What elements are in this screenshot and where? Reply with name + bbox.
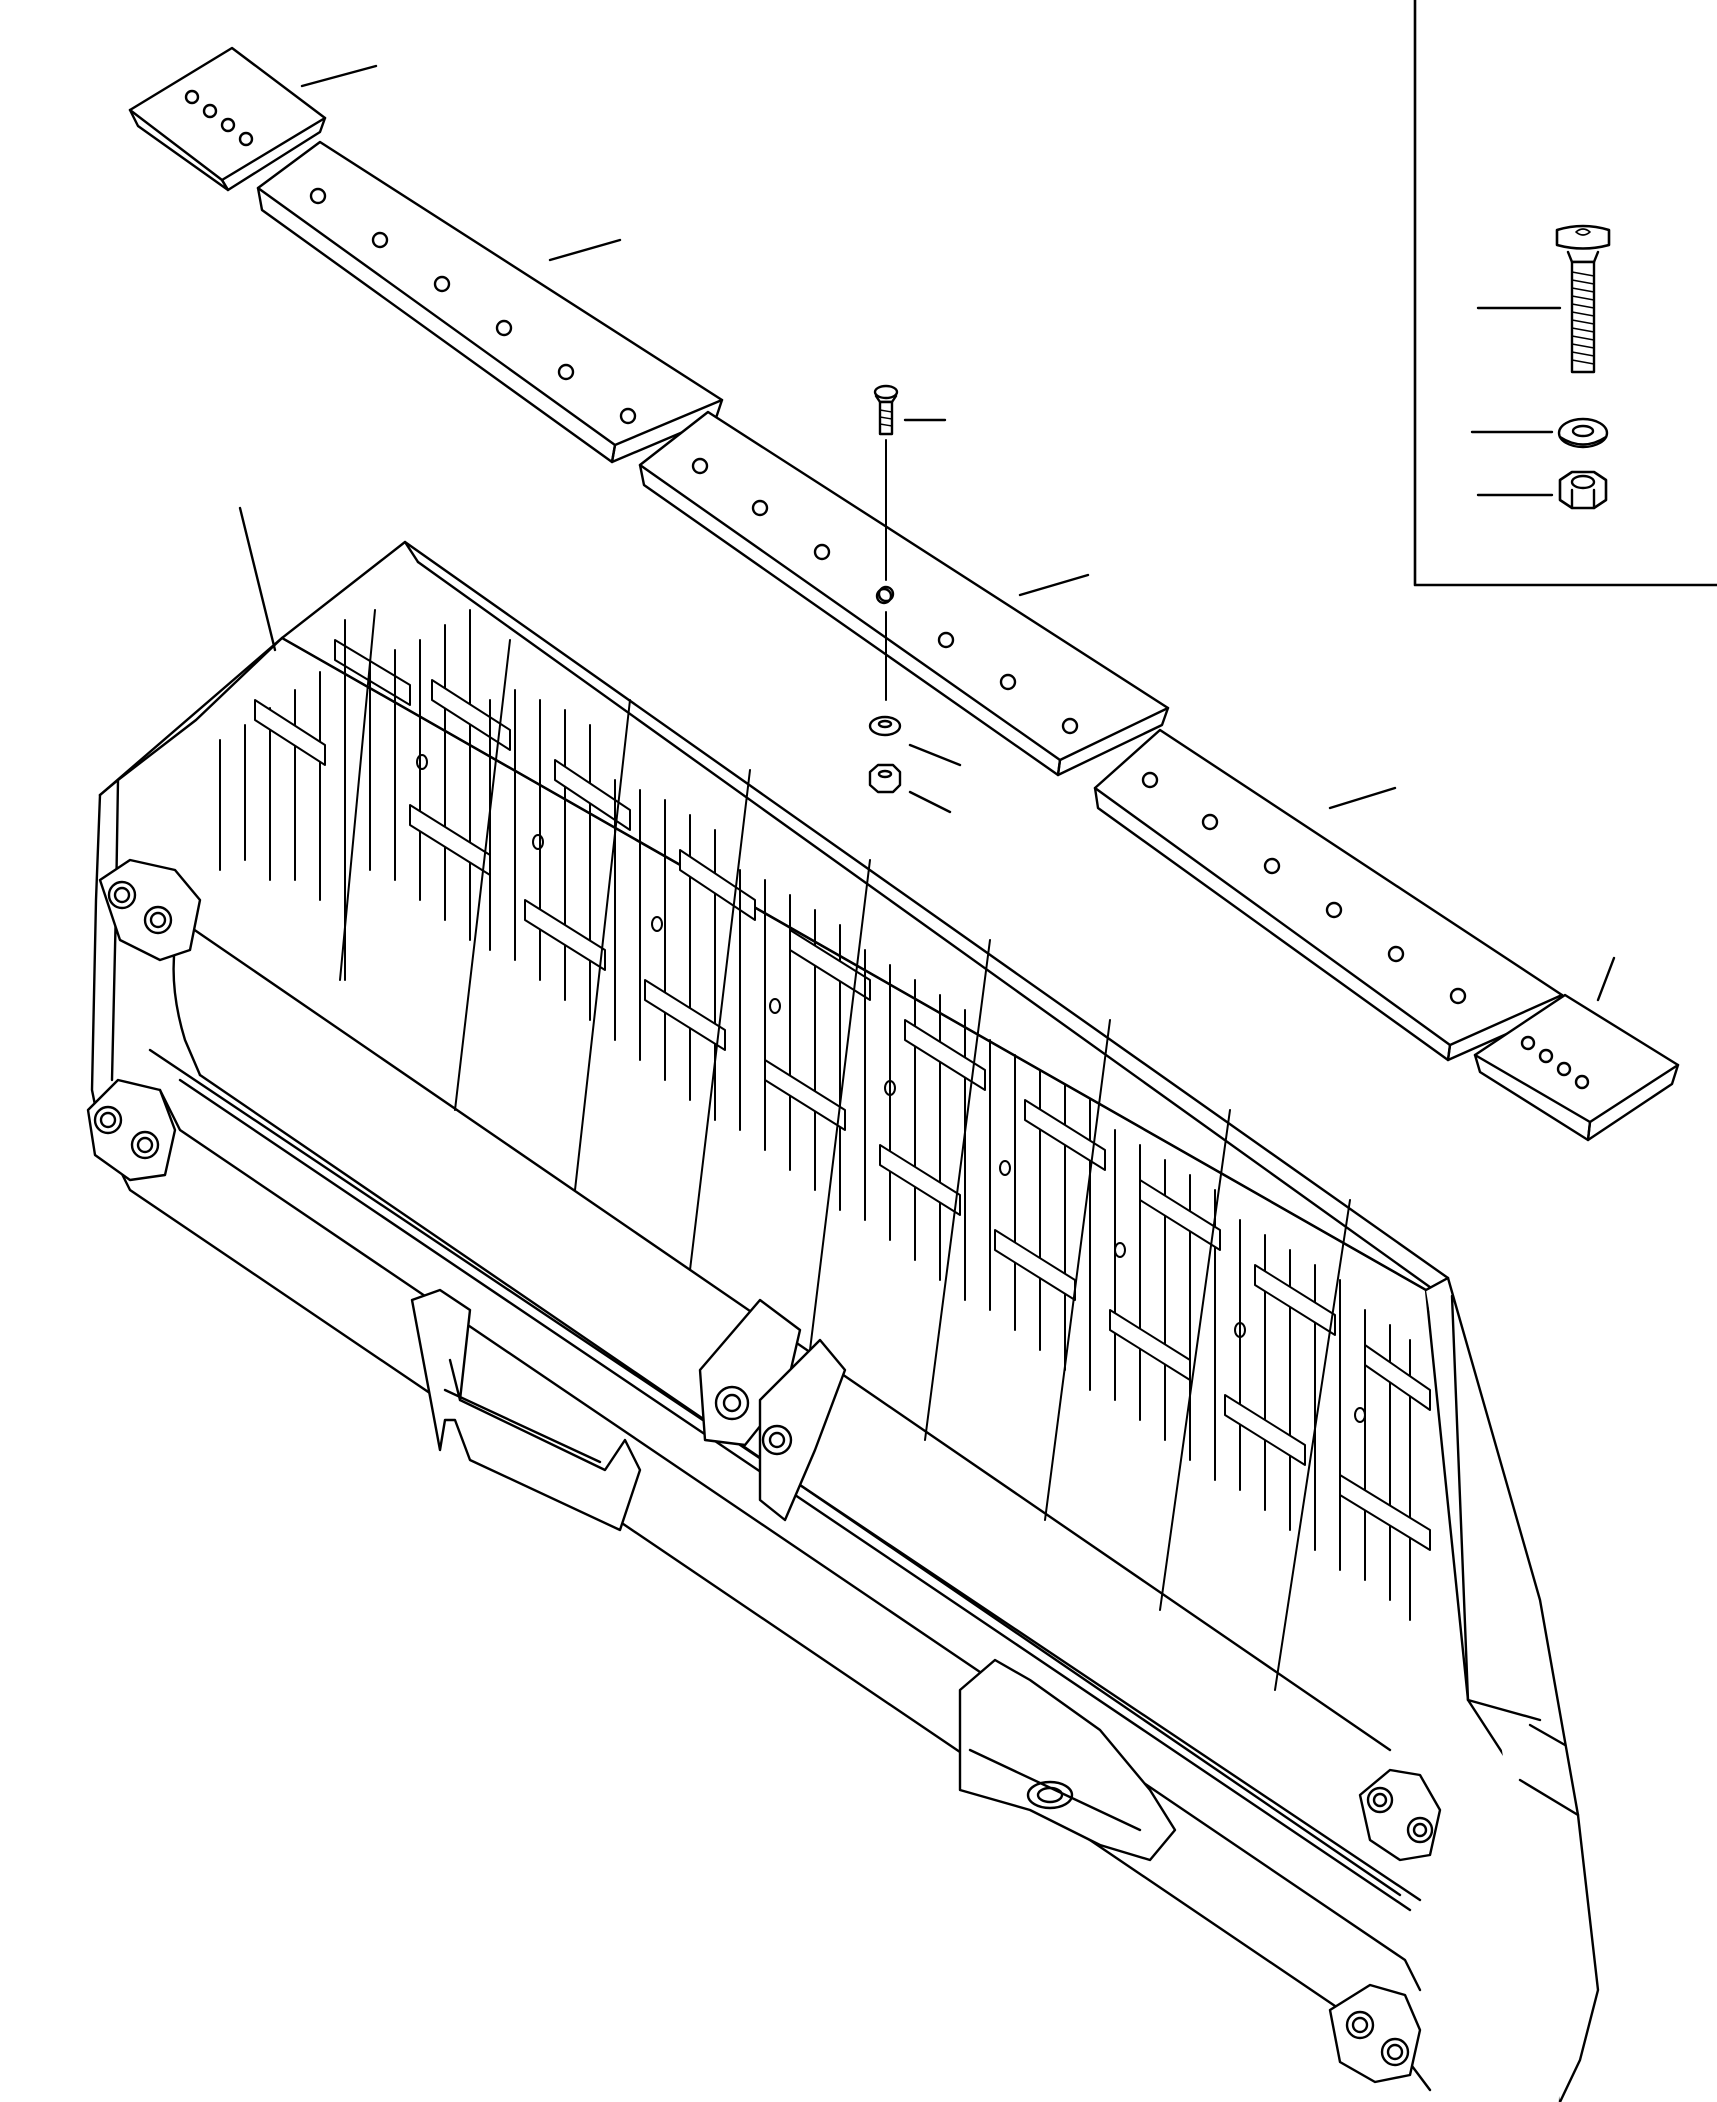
inset-leader-lines xyxy=(1470,306,1562,497)
center-mount-right xyxy=(958,1658,1177,1862)
cutting-edge-center xyxy=(638,410,1170,777)
left-lower-bracket xyxy=(86,1078,177,1182)
moldboard-right-end xyxy=(1424,1276,1600,2102)
inset-plow-bolt xyxy=(1555,224,1611,374)
center-mount-left xyxy=(410,1288,642,1532)
callout-leader xyxy=(238,506,277,652)
cutting-edge-right xyxy=(1093,728,1564,1062)
plow-bolt xyxy=(873,384,899,701)
hex-nut xyxy=(868,763,902,794)
inset-border xyxy=(1413,0,1717,587)
end-bit-left xyxy=(128,46,327,192)
moldboard-grille xyxy=(219,609,1431,1691)
callout-leader xyxy=(1596,956,1616,1002)
callout-leader xyxy=(300,64,378,88)
inset-hex-nut xyxy=(1558,470,1608,510)
lock-washer xyxy=(868,715,902,737)
inset-lock-washer xyxy=(1557,417,1609,449)
moldboard-left-end xyxy=(98,636,284,797)
callout-leader xyxy=(1018,573,1090,597)
cutting-edge-left xyxy=(256,140,724,464)
moldboard-bottom-frame xyxy=(98,1128,1432,2092)
callout-leader xyxy=(1528,1723,1567,1747)
inset-box xyxy=(1413,0,1717,587)
callout-leader xyxy=(548,238,622,262)
end-bit-right xyxy=(1473,993,1680,1142)
blade-moldboard xyxy=(86,540,1600,2102)
callout-leader xyxy=(908,743,962,767)
right-upper-bracket xyxy=(1358,1768,1442,1862)
callout-leader xyxy=(908,790,952,814)
center-mount-pivot xyxy=(698,1298,847,1522)
callout-leader xyxy=(1328,786,1397,810)
left-upper-bracket xyxy=(98,858,202,962)
right-lower-bracket xyxy=(1328,1983,1422,2084)
